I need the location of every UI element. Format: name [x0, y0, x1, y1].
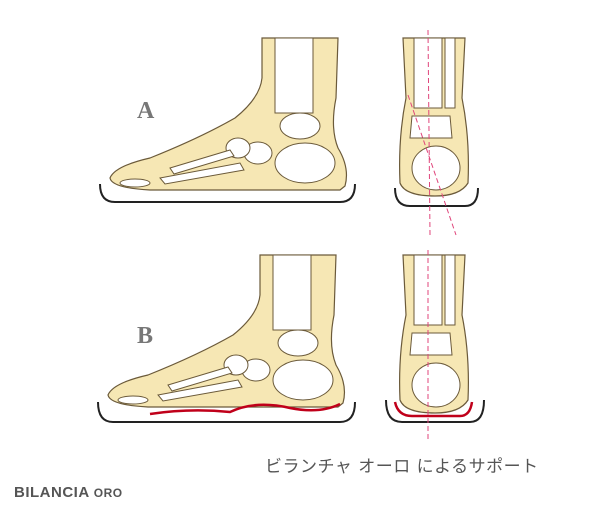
shoe-a-side [99, 183, 356, 203]
insole-b-rear [393, 401, 474, 418]
brand-main: BILANCIA [14, 484, 90, 501]
label-b: B [137, 323, 154, 349]
label-a: A [137, 98, 155, 124]
caption: ビランチャ オーロ によるサポート [265, 457, 539, 477]
brand-sub: ORO [93, 486, 123, 500]
shoe-b-side [97, 401, 356, 423]
axis-line-a [427, 29, 431, 236]
insole-b-side [149, 402, 341, 416]
brand-logo: BILANCIA ORO [14, 484, 123, 501]
foot-b-rear [399, 254, 469, 414]
shoe-a-rear [394, 187, 479, 207]
tilt-line-a [407, 94, 457, 236]
shoe-b-rear [385, 399, 485, 423]
